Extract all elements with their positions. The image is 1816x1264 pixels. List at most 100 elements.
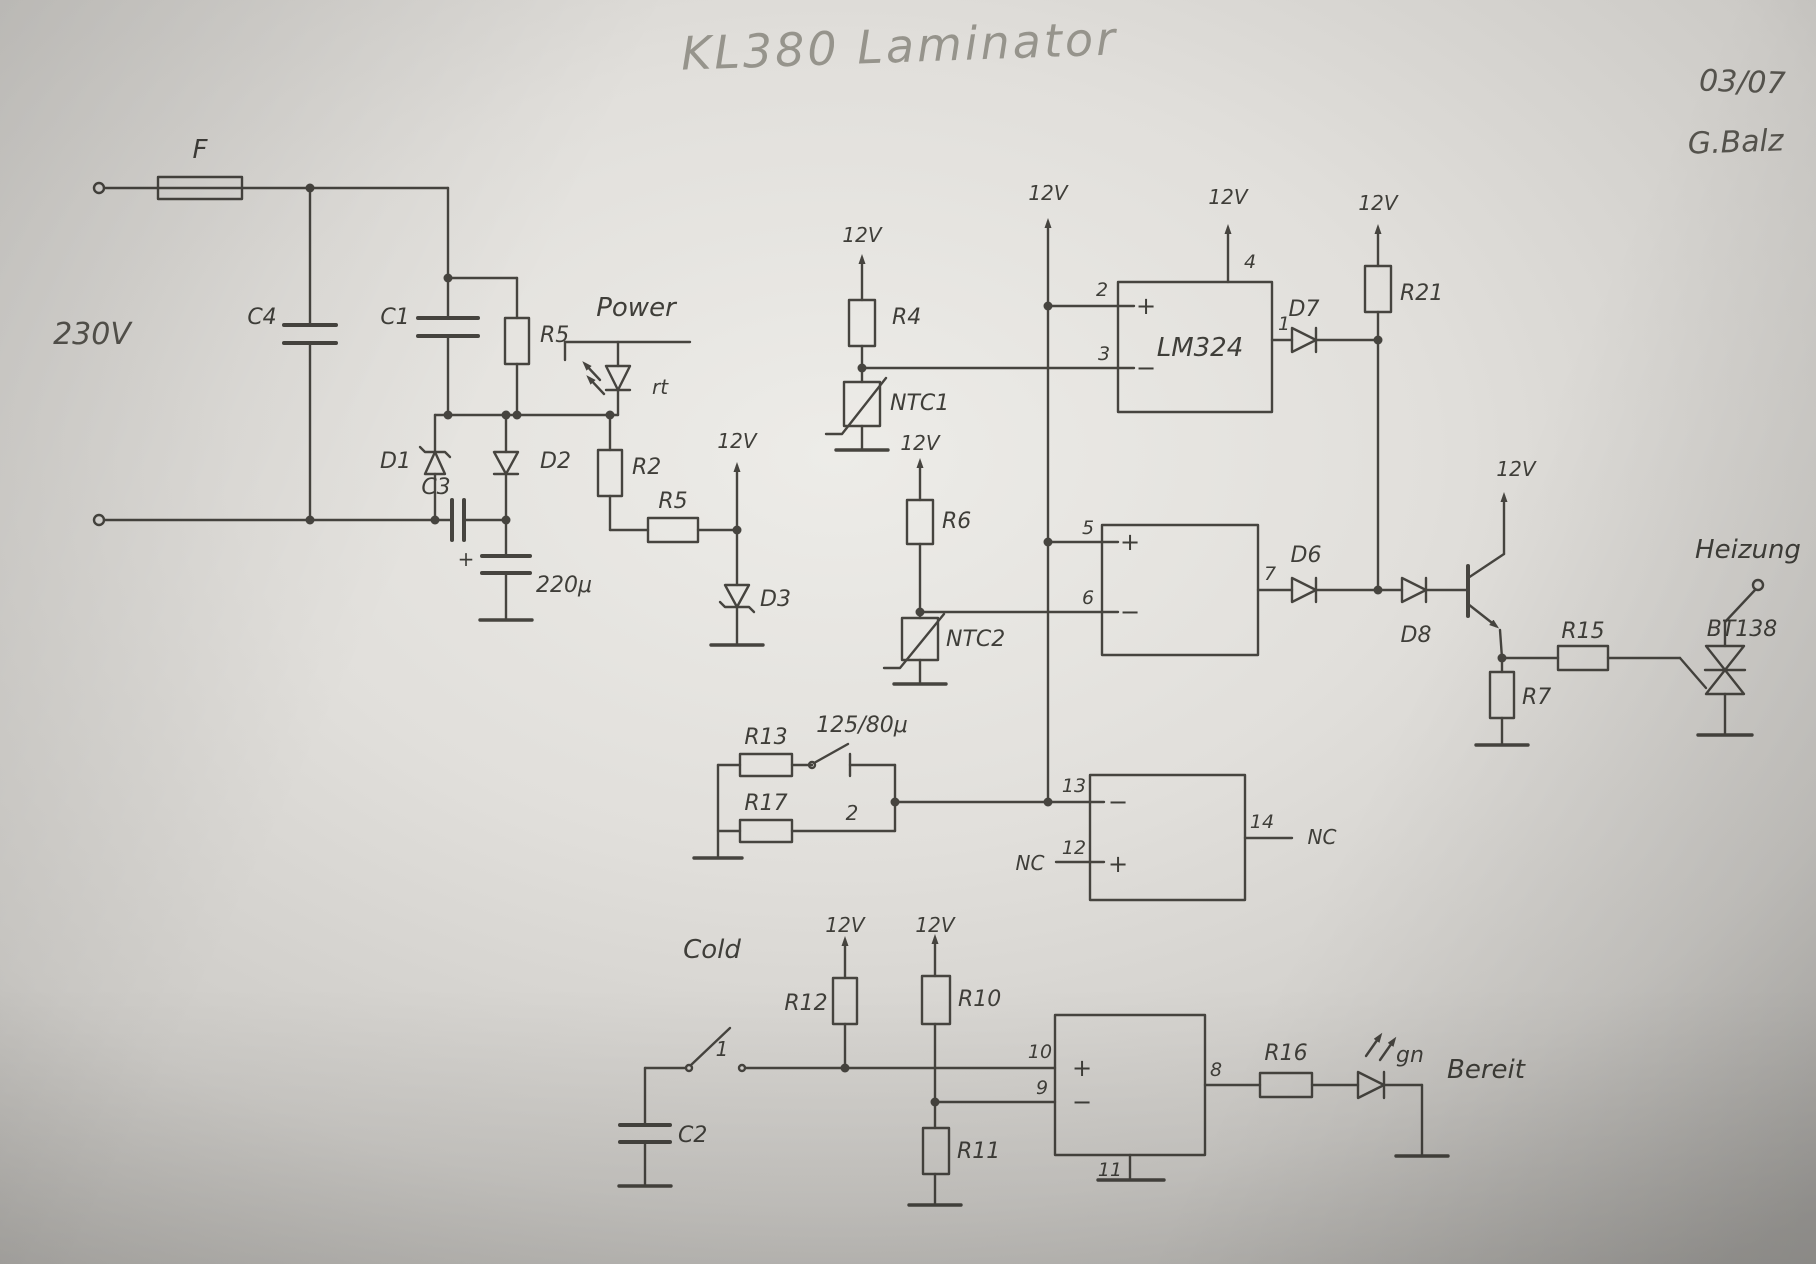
v12-label: 12V bbox=[1496, 457, 1536, 481]
rectifier-bus bbox=[433, 410, 620, 420]
led-green-label: gn bbox=[1396, 1043, 1424, 1068]
pin7-label: 7 bbox=[1264, 563, 1276, 585]
pin9-label: 9 bbox=[1036, 1077, 1048, 1099]
c4-label: C4 bbox=[247, 305, 276, 330]
r2-label: R2 bbox=[632, 455, 661, 480]
opamp4-ready: 10 9 + − 8 11 bbox=[1028, 1013, 1262, 1182]
author-label: G.Balz bbox=[1687, 123, 1785, 161]
setpoint-network: R13 125/80μ R17 2 bbox=[692, 713, 1106, 860]
c3-label: C3 bbox=[421, 475, 450, 500]
d6-d8-driver: D6 D8 12V bbox=[1291, 457, 1537, 663]
elko-plus-sign: + bbox=[458, 547, 475, 571]
r5-label: R5 bbox=[658, 489, 687, 514]
opamp2: 5 6 + − 7 bbox=[918, 517, 1294, 657]
d3-label: D3 bbox=[760, 587, 791, 612]
c2-label: C2 bbox=[678, 1123, 707, 1148]
fuse-label: F bbox=[193, 135, 209, 165]
central-supply-rail: 12V bbox=[1028, 181, 1069, 807]
mains-voltage-label: 230V bbox=[53, 317, 133, 352]
r5-d3-regulator: R5 12V D3 bbox=[608, 429, 791, 647]
transistor-emitter bbox=[1466, 602, 1500, 629]
pin8-label: 8 bbox=[1210, 1059, 1222, 1081]
resistor-r12: 12V R12 bbox=[784, 913, 866, 1073]
power-label: Power bbox=[596, 293, 678, 323]
power-led: Power rt bbox=[563, 293, 692, 417]
pin13-label: 13 bbox=[1062, 775, 1086, 797]
nc-label: NC bbox=[1308, 825, 1337, 849]
heizung-label: Heizung bbox=[1695, 535, 1801, 565]
ntc2-label: NTC2 bbox=[946, 627, 1005, 652]
led-emission-arrow bbox=[586, 375, 606, 396]
r10-r11-divider: 12V R10 R11 bbox=[907, 913, 1057, 1207]
cold-label: Cold bbox=[683, 935, 741, 965]
cold-switch: Cold 1 bbox=[643, 935, 1057, 1073]
connector-pin2-label: 2 bbox=[846, 801, 859, 825]
r13-label: R13 bbox=[744, 725, 787, 750]
r4-ntc1-divider: 12V R4 NTC1 bbox=[824, 223, 949, 452]
r15-label: R15 bbox=[1561, 619, 1604, 644]
capacitor-c3: C3 bbox=[421, 475, 508, 542]
c1-r5-branch: C1 R5 bbox=[380, 186, 569, 417]
resistor-r2: R2 bbox=[596, 413, 661, 532]
v12-label: 12V bbox=[915, 913, 955, 937]
d7-label: D7 bbox=[1289, 297, 1320, 322]
v12-label: 12V bbox=[717, 429, 757, 453]
opamp1-lm324: 2 3 + − LM324 12V 4 1 bbox=[860, 185, 1294, 414]
ntc2-symbol bbox=[900, 616, 940, 662]
pin5-label: 5 bbox=[1082, 517, 1094, 539]
plus-input: + bbox=[1136, 292, 1156, 320]
thermal-switch-label: 125/80μ bbox=[816, 713, 907, 738]
ntc1-label: NTC1 bbox=[890, 391, 949, 416]
date-label: 03/07 bbox=[1699, 64, 1787, 102]
pin1-label: 1 bbox=[1278, 313, 1290, 335]
r6-label: R6 bbox=[942, 509, 971, 534]
r12-label: R12 bbox=[784, 991, 827, 1016]
led-emission-arrow bbox=[1364, 1032, 1383, 1058]
ntc1-symbol bbox=[842, 380, 882, 428]
d7-r21: D7 12V R21 bbox=[1289, 191, 1443, 595]
pin4-label: 4 bbox=[1244, 251, 1256, 273]
connector-pin1-label: 1 bbox=[716, 1037, 729, 1061]
capacitor-c2: C2 bbox=[617, 1066, 707, 1188]
triac-output: R15 Heizung BT138 bbox=[1500, 535, 1801, 737]
v12-label: 12V bbox=[1208, 185, 1248, 209]
v12-label: 12V bbox=[842, 223, 882, 247]
r21-label: R21 bbox=[1400, 281, 1443, 306]
v12-label: 12V bbox=[1358, 191, 1398, 215]
pin14-label: 14 bbox=[1250, 811, 1274, 833]
r6-ntc2-divider: 12V R6 NTC2 bbox=[882, 431, 1005, 686]
r16-label: R16 bbox=[1264, 1041, 1307, 1066]
plus-input: + bbox=[1108, 850, 1128, 878]
r11-label: R11 bbox=[957, 1139, 1000, 1164]
bereit-label: Bereit bbox=[1447, 1055, 1526, 1085]
cold-switch-blade bbox=[689, 1026, 732, 1067]
plus-input: + bbox=[1120, 528, 1140, 556]
pin12-label: 12 bbox=[1062, 837, 1086, 859]
r7-label: R7 bbox=[1522, 685, 1551, 710]
page-title: KL380 Laminator bbox=[680, 11, 1119, 80]
minus-input: − bbox=[1120, 598, 1140, 626]
v12-label: 12V bbox=[825, 913, 865, 937]
minus-input: − bbox=[1136, 354, 1156, 382]
minus-input: − bbox=[1108, 788, 1128, 816]
thermal-switch-blade bbox=[812, 742, 850, 765]
triac-label: BT138 bbox=[1707, 617, 1778, 642]
nc-label: NC bbox=[1016, 851, 1045, 875]
minus-input: − bbox=[1072, 1088, 1092, 1116]
diode-d2: D2 bbox=[492, 413, 571, 525]
resistor-r7: R7 bbox=[1474, 656, 1551, 747]
mains-input: 230V bbox=[53, 181, 454, 527]
opamp3-spare: 13 12 NC − + 14 NC bbox=[1016, 773, 1337, 902]
pin3-label: 3 bbox=[1098, 343, 1110, 365]
pin10-label: 10 bbox=[1028, 1041, 1052, 1063]
plus-input: + bbox=[1072, 1054, 1092, 1082]
elko-label: 220μ bbox=[536, 573, 592, 598]
r17-label: R17 bbox=[744, 791, 787, 816]
r4-label: R4 bbox=[892, 305, 921, 330]
ready-led: R16 gn Bereit bbox=[1258, 1032, 1526, 1158]
diode-d1: D1 bbox=[380, 413, 452, 525]
d8-label: D8 bbox=[1401, 623, 1432, 648]
capacitor-220u: + 220μ bbox=[458, 518, 592, 622]
led-emission-arrow bbox=[582, 361, 602, 382]
